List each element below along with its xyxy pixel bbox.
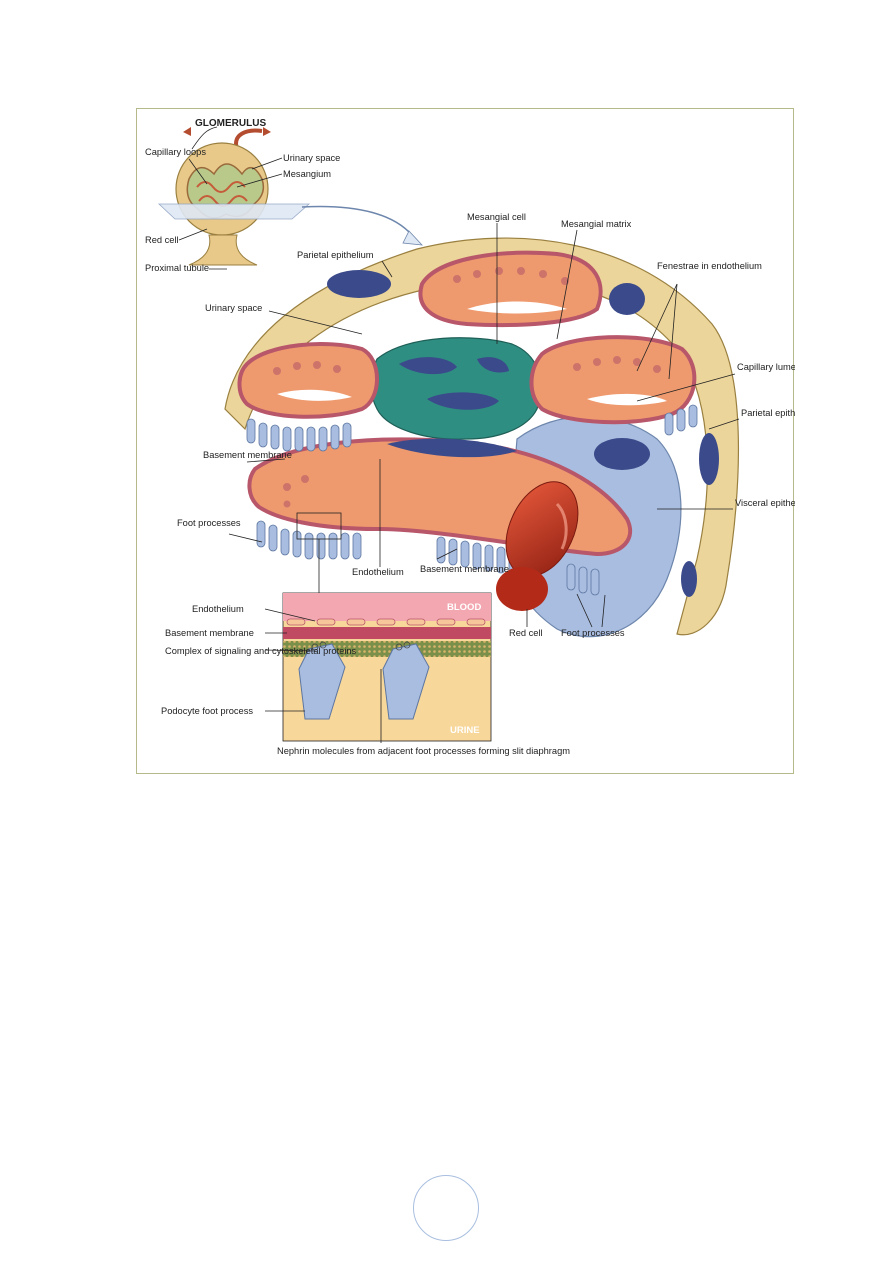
- label-inset-complex: Complex of signaling and cytoskeletal pr…: [165, 646, 357, 656]
- label-overview-urinary-space: Urinary space: [283, 153, 340, 163]
- label-inset-basement-membrane: Basement membrane: [165, 628, 254, 638]
- label-endothelium: Endothelium: [352, 567, 404, 577]
- main-cross-section: [224, 237, 740, 638]
- inset-urine-tag: URINE: [450, 725, 480, 736]
- label-red-cell: Red cell: [509, 628, 543, 638]
- page-number-circle: [413, 1175, 479, 1241]
- label-visceral-epithelium: Visceral epithelium (podocytes): [735, 498, 795, 508]
- inset-blood-tag: BLOOD: [447, 602, 481, 613]
- label-parietal-epithelium-top: Parietal epithelium: [297, 250, 374, 260]
- label-foot-processes-bottom: Foot processes: [561, 628, 625, 638]
- label-nephrin: Nephrin molecules from adjacent foot pro…: [277, 746, 570, 756]
- glomerulus-diagram: GLOMERULUS Capillary loops Urinary space…: [145, 118, 795, 756]
- label-foot-processes-left: Foot processes: [177, 518, 241, 528]
- inset-panel: [282, 592, 492, 742]
- label-basement-membrane-left: Basement membrane: [203, 450, 292, 460]
- label-proximal-tubule: Proximal tubule: [145, 263, 209, 273]
- overview-title: GLOMERULUS: [195, 118, 266, 129]
- label-mesangial-matrix: Mesangial matrix: [561, 219, 632, 229]
- label-urinary-space: Urinary space: [205, 303, 262, 313]
- label-parietal-epithelium-right: Parietal epithelium: [741, 408, 795, 418]
- label-inset-endothelium: Endothelium: [192, 604, 244, 614]
- label-basement-membrane-bottom: Basement membrane: [420, 564, 509, 574]
- label-capillary-lumen: Capillary lumen: [737, 362, 795, 372]
- label-fenestrae: Fenestrae in endothelium: [657, 261, 762, 271]
- label-overview-mesangium: Mesangium: [283, 169, 331, 179]
- figure-frame: GLOMERULUS Capillary loops Urinary space…: [136, 108, 795, 774]
- label-podocyte-foot-process: Podocyte foot process: [161, 706, 253, 716]
- label-mesangial-cell: Mesangial cell: [467, 212, 526, 222]
- overview-glomerulus: [157, 126, 424, 266]
- label-capillary-loops: Capillary loops: [145, 147, 206, 157]
- label-overview-red-cell: Red cell: [145, 235, 179, 245]
